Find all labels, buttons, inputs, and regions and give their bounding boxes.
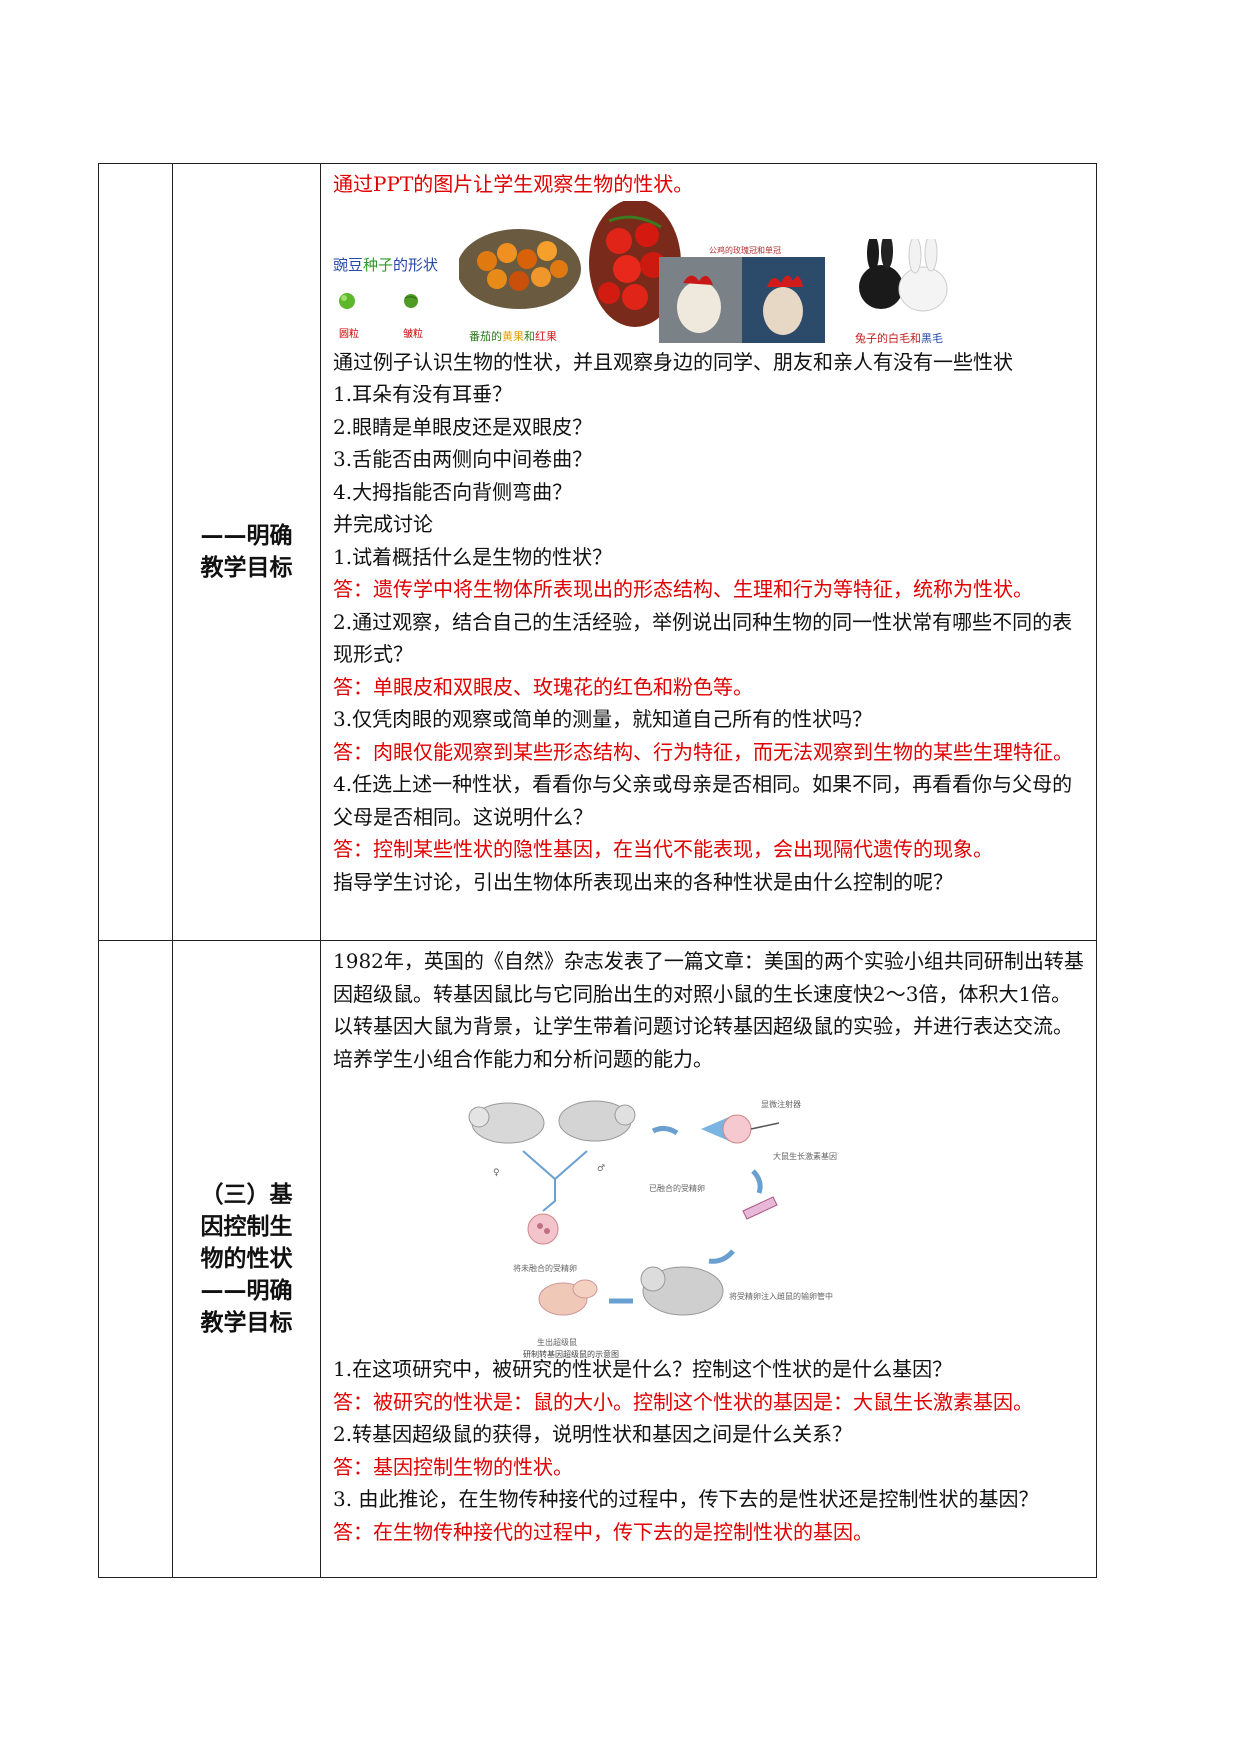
answer-4: 答：控制某些性状的隐性基因，在当代不能表现，会出现隔代遗传的现象。 xyxy=(333,837,993,861)
answer-3: 答：肉眼仅能观察到某些形态结构、行为特征，而无法观察到生物的某些生理特征。 xyxy=(333,739,1073,764)
male-symbol: ♂ xyxy=(597,1164,606,1174)
lesson-plan-table: ——明确教学目标 通过PPT的图片让学生观察生物的性状。 豌豆种子的形状 xyxy=(98,163,1097,1578)
guide-text: 指导学生讨论，引出生物体所表现出来的各种性状是由什么控制的呢？ xyxy=(333,869,953,894)
transgenic-mouse-diagram: ♀ ♂ 显微注射器 大鼠生长激素基因 已融合的受精卵 将未融合的受精卵 将受精卵… xyxy=(333,1081,1086,1359)
question-2: 2.转基因超级鼠的获得，说明性状和基因之间是什么关系？ xyxy=(333,1422,853,1446)
label-fused: 已融合的受精卵 xyxy=(649,1184,705,1193)
tomato-image xyxy=(459,200,681,327)
pea-icon xyxy=(339,292,418,309)
line-5: 4.大拇指能否向背侧弯曲？ xyxy=(333,479,573,504)
rabbit-image xyxy=(859,238,948,311)
label-microinject: 显微注射器 xyxy=(761,1100,801,1109)
mouse-diagram-icon xyxy=(468,1100,780,1316)
stage-label: ——明确教学目标 xyxy=(200,523,293,581)
pea-image: 豌豆种子的形状 圆粒 皱粒 xyxy=(331,201,461,346)
empty-cell xyxy=(98,163,173,941)
line-1: 通过例子认识生物的性状，并且观察身边的同学、朋友和亲人有没有一些性状 xyxy=(333,349,1013,374)
label-fertilized: 将未融合的受精卵 xyxy=(513,1264,577,1273)
question-4: 4.任选上述一种性状，看看你与父亲或母亲是否相同。如果不同，再看看你与父母的父母… xyxy=(333,772,1073,829)
question-2: 2.通过观察，结合自己的生活经验，举例说出同种生物的同一性状常有哪些不同的表现形… xyxy=(333,609,1073,667)
line-2: 1.耳朵有没有耳垂？ xyxy=(333,382,513,406)
stage-cell: ——明确教学目标 xyxy=(172,163,321,941)
question-3: 3.仅凭肉眼的观察或简单的测量，就知道自己所有的性状吗？ xyxy=(333,707,873,731)
stage-label: （三）基因控制生物的性状——明确教学目标 xyxy=(200,1182,293,1336)
rabbit-caption: 兔子的白毛和黑毛 xyxy=(855,331,943,345)
label-inject: 大鼠生长激素基因 xyxy=(773,1152,837,1161)
question-3: 3. 由此推论，在生物传种接代的过程中，传下去的是性状还是控制性状的基因？ xyxy=(333,1487,1039,1511)
table-row: （三）基因控制生物的性状——明确教学目标 1982年，英国的《自然》杂志发表了一… xyxy=(98,940,1097,1578)
line-4: 3.舌能否由两侧向中间卷曲？ xyxy=(333,447,593,471)
female-symbol: ♀ xyxy=(493,1168,500,1178)
intro-text: 通过PPT的图片让学生观察生物的性状。 xyxy=(333,172,694,196)
diagram-caption: 研制转基因超级鼠的示意图 xyxy=(523,1350,619,1359)
answer-2: 答：基因控制生物的性状。 xyxy=(333,1454,573,1479)
tomato-caption: 番茄的黄果和红果 xyxy=(469,329,557,343)
table-row: ——明确教学目标 通过PPT的图片让学生观察生物的性状。 豌豆种子的形状 xyxy=(98,163,1097,941)
rooster-caption: 公鸡的玫瑰冠和单冠 xyxy=(709,245,781,255)
question-1: 1.在这项研究中，被研究的性状是什么？控制这个性状的是什么基因？ xyxy=(333,1357,953,1381)
label-born: 生出超级鼠 xyxy=(537,1338,577,1347)
answer-3: 答：在生物传种接代的过程中，传下去的是控制性状的基因。 xyxy=(333,1519,873,1544)
line-3: 2.眼睛是单眼皮还是双眼皮？ xyxy=(333,414,593,439)
answer-2: 答：单眼皮和双眼皮、玫瑰花的红色和粉色等。 xyxy=(333,674,753,699)
content-cell: 1982年，英国的《自然》杂志发表了一篇文章：美国的两个实验小组共同研制出转基因… xyxy=(320,940,1097,1578)
question-1: 1.试着概括什么是生物的性状？ xyxy=(333,544,613,569)
answer-1: 答：遗传学中将生物体所表现出的形态结构、生理和行为等特征，统称为性状。 xyxy=(333,577,1033,601)
intro-paragraph: 1982年，英国的《自然》杂志发表了一篇文章：美国的两个实验小组共同研制出转基因… xyxy=(333,949,1084,1071)
line-6: 并完成讨论 xyxy=(333,512,433,536)
stage-cell: （三）基因控制生物的性状——明确教学目标 xyxy=(172,940,321,1578)
label-transfer: 将受精卵注入雌鼠的输卵管中 xyxy=(729,1292,833,1301)
empty-cell xyxy=(98,940,173,1578)
answer-1: 答：被研究的性状是：鼠的大小。控制这个性状的基因是：大鼠生长激素基因。 xyxy=(333,1389,1033,1414)
trait-pictures: 豌豆种子的形状 圆粒 皱粒 xyxy=(331,200,1086,346)
content-cell: 通过PPT的图片让学生观察生物的性状。 豌豆种子的形状 xyxy=(320,163,1097,941)
rooster-image xyxy=(659,256,825,343)
